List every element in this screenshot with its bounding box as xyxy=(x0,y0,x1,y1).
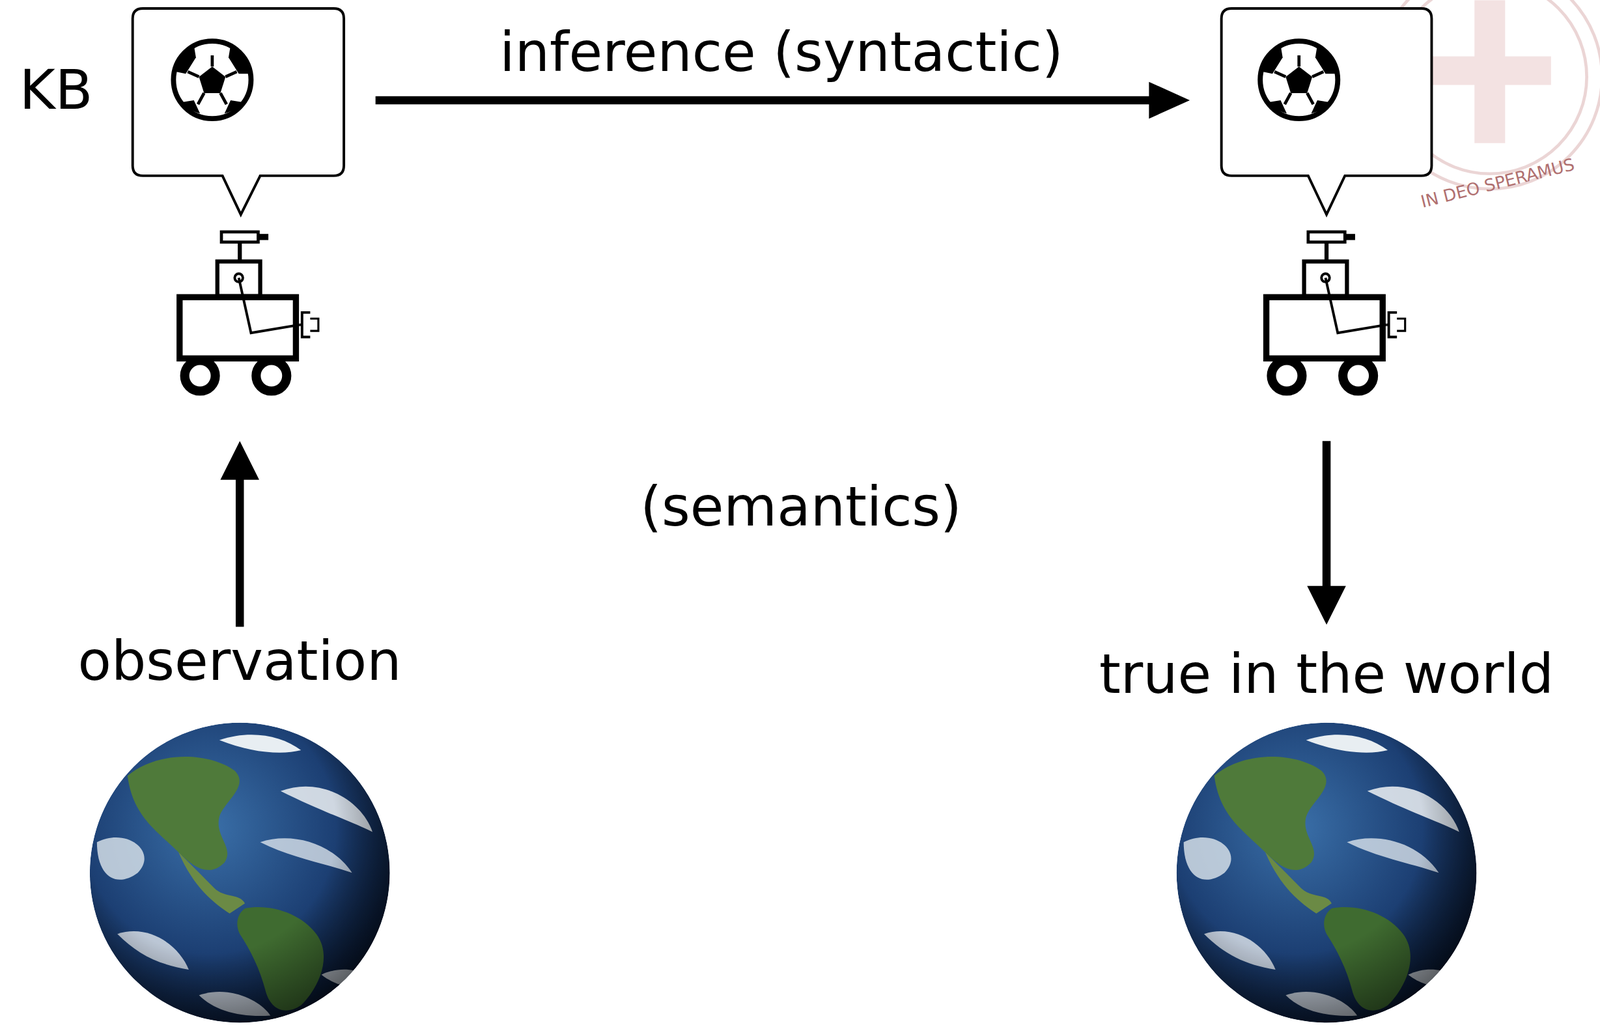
watermark: IN DEO SPERAMUS xyxy=(1418,154,1577,213)
target-label: true in the world xyxy=(1099,642,1554,706)
edge-label: inference (syntactic) xyxy=(499,20,1063,85)
note-label: (semantics) xyxy=(640,475,962,539)
source-label: observation xyxy=(78,629,402,693)
kb-label: KB xyxy=(19,58,94,122)
